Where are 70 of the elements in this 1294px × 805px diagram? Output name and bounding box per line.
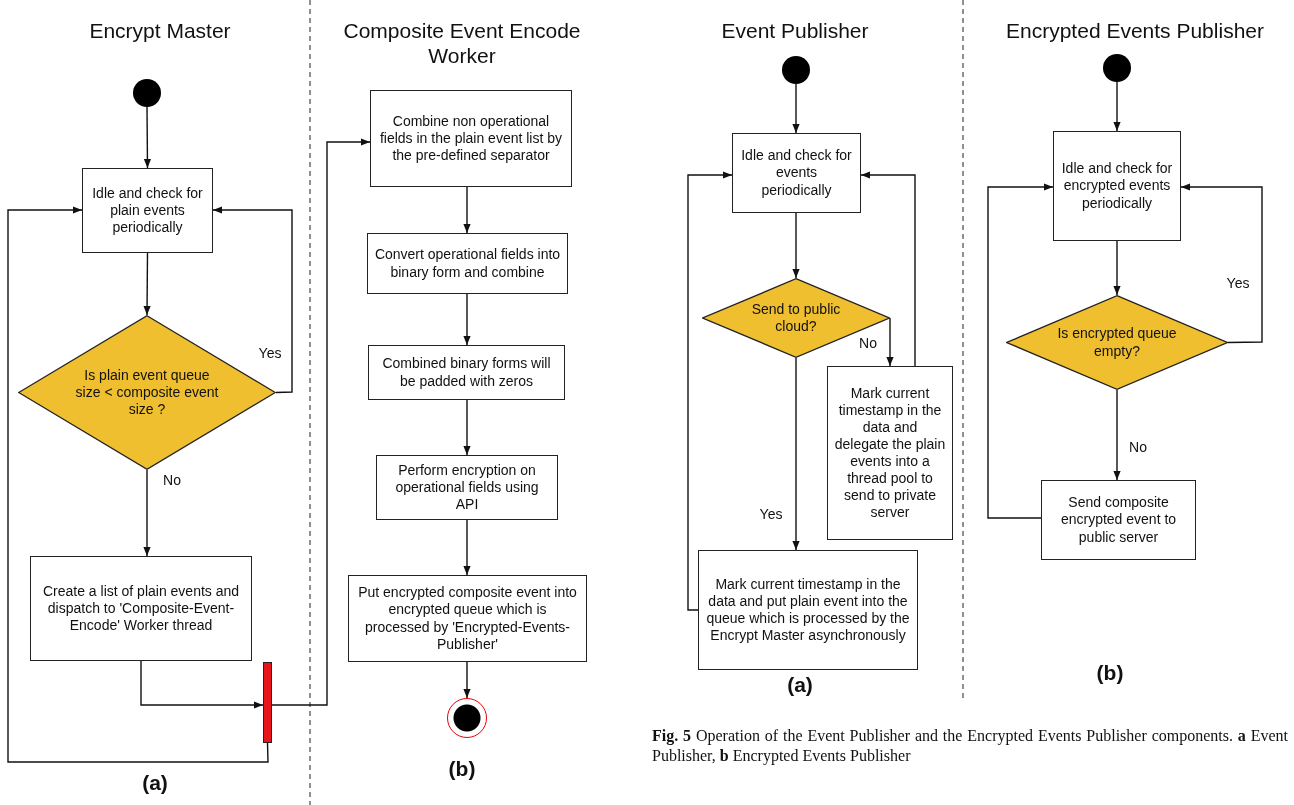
labeled-arrow bbox=[792, 357, 800, 551]
process-box bbox=[82, 168, 213, 253]
labeled-arrow bbox=[143, 469, 151, 557]
panel-heading: Event Publisher bbox=[721, 18, 869, 44]
figure-caption: Fig. 5 Operation of the Event Publisher and the Encrypted Events Publisher components. a Event Publisher, b Encrypted Events Publisher bbox=[652, 726, 1288, 766]
box-text: Send composite encrypted event to public server bbox=[1059, 494, 1178, 546]
arrow bbox=[463, 399, 471, 456]
start-node bbox=[782, 56, 810, 84]
start-node bbox=[1103, 54, 1131, 82]
panel-letter: (b) bbox=[448, 756, 476, 782]
box-text: Idle and check for encrypted events periodically bbox=[1060, 160, 1174, 212]
labeled-arrow bbox=[1180, 183, 1263, 344]
process-box bbox=[30, 556, 252, 661]
process-box bbox=[376, 455, 558, 520]
panel-letter: (b) bbox=[1096, 660, 1124, 686]
decision-text: Send to public cloud? bbox=[750, 300, 842, 336]
process-box bbox=[698, 550, 918, 670]
box-text: Perform encryption on operational fields using API bbox=[394, 461, 540, 514]
arrow bbox=[143, 252, 151, 316]
arrow bbox=[687, 171, 733, 611]
edge-label: Yes bbox=[256, 345, 284, 361]
decision-text: Is plain event queue size < composite event size ? bbox=[74, 366, 220, 419]
box-text: Mark current timestamp in the data and put plain event into the queue which is processed by the Encrypt Master asynchronously bbox=[705, 575, 911, 645]
edge-label: Yes bbox=[1224, 275, 1252, 291]
arrow bbox=[271, 138, 371, 706]
process-box bbox=[370, 90, 572, 187]
process-box bbox=[1041, 480, 1196, 560]
arrow bbox=[463, 293, 471, 346]
edge-label: No bbox=[1127, 439, 1149, 455]
process-box bbox=[348, 575, 587, 662]
arrow bbox=[987, 183, 1054, 519]
panel-heading: Encrypt Master bbox=[89, 18, 231, 44]
panel-letter: (a) bbox=[787, 672, 813, 698]
box-text: Idle and check for plain events periodically bbox=[91, 184, 204, 237]
box-text: Mark current timestamp in the data and delegate the plain events into a thread pool to send to private server bbox=[834, 384, 946, 522]
end-node bbox=[447, 698, 487, 738]
box-text: Combine non operational fields in the plain event list by the pre-defined separator bbox=[378, 112, 564, 165]
edge-label: Yes bbox=[757, 506, 785, 522]
labeled-arrow bbox=[212, 206, 293, 394]
arrow bbox=[463, 519, 471, 576]
labeled-arrow bbox=[1113, 389, 1121, 481]
box-text: Put encrypted composite event into encrypted queue which is processed by 'Encrypted-Events-Publisher' bbox=[357, 584, 578, 653]
arrow bbox=[792, 212, 800, 279]
box-text: Combined binary forms will be padded with zeros bbox=[381, 355, 552, 390]
panel-heading: Encrypted Events Publisher bbox=[1006, 18, 1264, 44]
decision-text: Is encrypted queue empty? bbox=[1056, 325, 1178, 360]
edge-label: No bbox=[857, 335, 879, 351]
arrow bbox=[1113, 240, 1121, 296]
process-box bbox=[367, 233, 568, 294]
process-box bbox=[827, 366, 953, 540]
panel-letter: (a) bbox=[142, 770, 168, 796]
process-box bbox=[1053, 131, 1181, 241]
process-box bbox=[732, 133, 861, 213]
arrow bbox=[792, 83, 800, 134]
arrow bbox=[463, 186, 471, 234]
box-text: Convert operational fields into binary form and combine bbox=[374, 246, 561, 281]
arrow bbox=[463, 661, 471, 699]
arrow bbox=[1113, 81, 1121, 132]
box-text: Idle and check for events periodically bbox=[740, 147, 853, 199]
start-node bbox=[133, 79, 161, 107]
arrow bbox=[860, 171, 916, 367]
fork-bar bbox=[263, 662, 272, 743]
arrow bbox=[7, 206, 269, 763]
edge-label: No bbox=[161, 472, 183, 488]
labeled-arrow bbox=[886, 317, 894, 367]
process-box bbox=[368, 345, 565, 400]
arrow bbox=[140, 660, 264, 709]
arrow bbox=[143, 106, 152, 169]
box-text: Create a list of plain events and dispatch to 'Composite-Event-Encode' Worker thread bbox=[41, 582, 241, 635]
panel-heading: Composite Event Encode Worker bbox=[342, 18, 582, 69]
